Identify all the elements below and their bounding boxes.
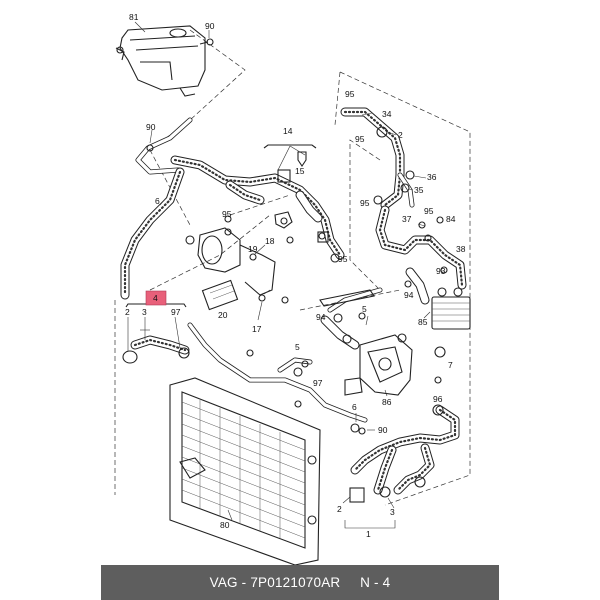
callout-85: 85 — [418, 317, 428, 327]
callout-97: 97 — [171, 307, 181, 317]
callout-5: 5 — [295, 342, 300, 352]
callout-18: 18 — [265, 236, 275, 246]
hose-14 — [170, 144, 345, 260]
callout-2: 2 — [125, 307, 130, 317]
callout-96: 96 — [433, 394, 443, 404]
callout-90: 90 — [146, 122, 156, 132]
callout-3: 3 — [390, 507, 395, 517]
radiator-inlet-hose — [122, 303, 190, 364]
callout-86: 86 — [382, 397, 392, 407]
callout-95: 95 — [424, 206, 434, 216]
callout-81: 81 — [129, 12, 139, 22]
electric-pump — [185, 211, 293, 321]
callout-95: 95 — [222, 209, 232, 219]
fittings — [224, 195, 442, 384]
callout-15: 15 — [295, 166, 305, 176]
callout-14: 14 — [283, 126, 293, 136]
callout-36: 36 — [427, 172, 437, 182]
callout-90: 90 — [205, 21, 215, 31]
callout-17: 17 — [252, 324, 262, 334]
group-outlines — [114, 29, 471, 506]
lower-right-hoses — [342, 404, 460, 509]
callout-95: 95 — [338, 254, 348, 264]
callout-20: 20 — [218, 310, 228, 320]
thermostat-housing — [320, 287, 446, 397]
callout-94: 94 — [404, 290, 414, 300]
callout-2: 2 — [337, 504, 342, 514]
highlight-label-box — [145, 290, 167, 306]
coolant-pipe-left — [120, 117, 193, 300]
callout-6: 6 — [155, 196, 160, 206]
callout-1-bracket — [344, 520, 396, 529]
callout-80: 80 — [220, 520, 230, 530]
callout-35: 35 — [414, 185, 424, 195]
callout-93: 93 — [436, 266, 446, 276]
callout-2: 2 — [398, 130, 403, 140]
callout-95: 95 — [355, 134, 365, 144]
callout-97: 97 — [313, 378, 323, 388]
callout-95: 95 — [360, 198, 370, 208]
part-number-caption: VAG - 7P0121070AR N - 4 — [209, 575, 391, 590]
expansion-tank — [115, 21, 214, 97]
callout-95: 95 — [345, 89, 355, 99]
callout-5: 5 — [362, 304, 367, 314]
oil-cooler-group — [375, 205, 471, 330]
callout-94: 94 — [316, 312, 326, 322]
callout-19: 19 — [248, 244, 258, 254]
callout-1: 1 — [366, 529, 371, 539]
callout-84: 84 — [446, 214, 456, 224]
upper-right-hoses — [340, 107, 427, 210]
callout-6: 6 — [352, 402, 357, 412]
callout-38: 38 — [456, 244, 466, 254]
coolant-pipe-lower — [187, 322, 375, 435]
part-number-footer: VAG - 7P0121070AR N - 4 — [101, 565, 499, 600]
callout-3: 3 — [142, 307, 147, 317]
callout-37: 37 — [402, 214, 412, 224]
callout-7: 7 — [448, 360, 453, 370]
callout-labels: 81 90 90 6 14 15 95 34 2 95 36 35 95 37 … — [125, 12, 466, 539]
callout-90: 90 — [378, 425, 388, 435]
callout-4: 4 — [153, 293, 158, 303]
radiator — [169, 377, 321, 566]
callout-34: 34 — [382, 109, 392, 119]
